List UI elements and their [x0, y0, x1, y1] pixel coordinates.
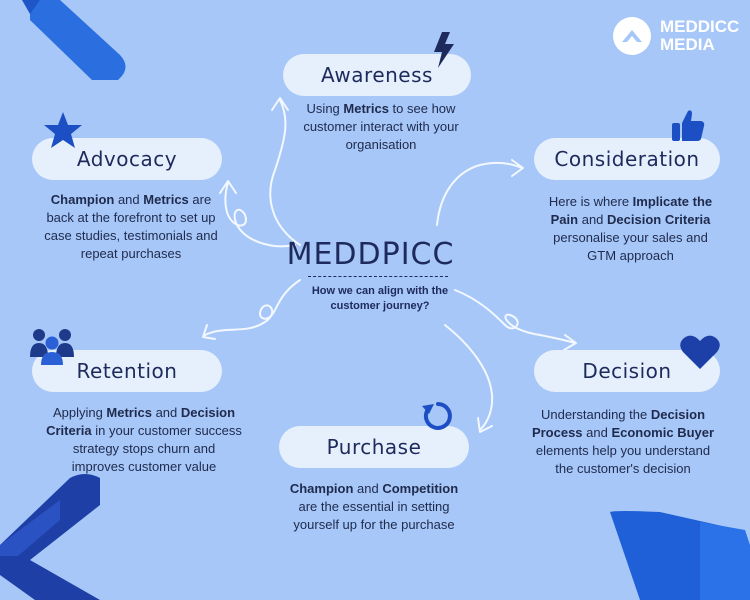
- stage-awareness-desc: Using Metrics to see how customer intera…: [303, 101, 459, 152]
- arrow-head-awareness: [271, 97, 289, 111]
- arrow-head-decision: [563, 334, 577, 351]
- decor-chevron-bottom-right-shade: [700, 522, 750, 600]
- stage-retention-desc: Applying Metrics and Decision Criteria i…: [46, 405, 242, 474]
- stage-purchase-pill: Purchase: [279, 426, 469, 468]
- stage-retention-label: Retention: [76, 359, 178, 383]
- center-subtitle: How we can align with the customer journ…: [311, 285, 449, 312]
- refresh-icon: [422, 402, 452, 430]
- stage-consideration-pill: Consideration: [534, 138, 720, 180]
- arrow-to-purchase: [444, 324, 494, 431]
- highlight-term: Champion: [289, 481, 354, 496]
- arrow-to-retention: [204, 279, 301, 336]
- arrow-to-decision: [454, 289, 576, 344]
- highlight-term: Decision Process: [531, 407, 706, 440]
- stage-decision-label: Decision: [582, 359, 672, 383]
- highlight-term: Champion: [50, 192, 115, 207]
- decor-chevron-bottom-left: [0, 474, 100, 600]
- highlight-term: Decision Criteria: [46, 405, 236, 438]
- stage-decision-desc: Understanding the Decision Process and E…: [531, 407, 715, 476]
- highlight-term: Metrics: [343, 101, 389, 116]
- brand-line1: MEDDICC: [660, 17, 740, 36]
- highlight-term: Competition: [382, 481, 459, 496]
- meddicc-logo-icon: [613, 17, 651, 55]
- arrow-to-consideration: [436, 161, 523, 226]
- arrow-head-retention: [202, 324, 216, 340]
- stage-advocacy-label: Advocacy: [76, 147, 178, 171]
- stage-awareness-label: Awareness: [321, 63, 433, 87]
- thumbs-up-icon: [672, 110, 705, 141]
- arrow-head-consideration: [511, 159, 524, 177]
- highlight-term: Decision Criteria: [607, 212, 711, 227]
- people-icon: [30, 329, 74, 365]
- arrow-to-advocacy: [224, 182, 296, 248]
- stage-consideration-desc: Here is where Implicate the Pain and Dec…: [548, 194, 713, 263]
- center-title: MEDDPICC: [286, 237, 455, 272]
- brand-logo: MEDDICC MEDIA: [612, 16, 739, 56]
- highlight-term: Metrics: [106, 405, 152, 420]
- brand-name: MEDDICC MEDIA: [660, 18, 739, 54]
- highlight-term: Implicate the Pain: [550, 194, 713, 227]
- center-underline: [308, 276, 448, 277]
- arrow-to-awareness: [269, 99, 301, 246]
- lightning-icon: [434, 32, 454, 68]
- heart-icon: [680, 335, 720, 369]
- stage-decision-pill: Decision: [534, 350, 720, 392]
- stage-purchase-label: Purchase: [326, 435, 422, 459]
- stage-purchase-desc: Champion and Competition are the essenti…: [289, 481, 459, 532]
- stage-advocacy-desc: Champion and Metrics are back at the for…: [44, 192, 218, 261]
- decor-chevron-bottom-left-shade: [0, 500, 60, 556]
- stage-advocacy-pill: Advocacy: [32, 138, 222, 180]
- star-icon: [44, 112, 82, 148]
- stage-consideration-label: Consideration: [554, 147, 700, 171]
- brand-line2: MEDIA: [660, 35, 715, 54]
- arrow-head-purchase: [477, 417, 493, 433]
- decor-chevron-top-left-shade: [22, 0, 40, 14]
- arrow-head-advocacy: [219, 180, 237, 194]
- highlight-term: Economic Buyer: [611, 425, 715, 440]
- highlight-term: Metrics: [143, 192, 189, 207]
- decor-chevron-top-left: [30, 0, 126, 80]
- stage-awareness-pill: Awareness: [283, 54, 471, 96]
